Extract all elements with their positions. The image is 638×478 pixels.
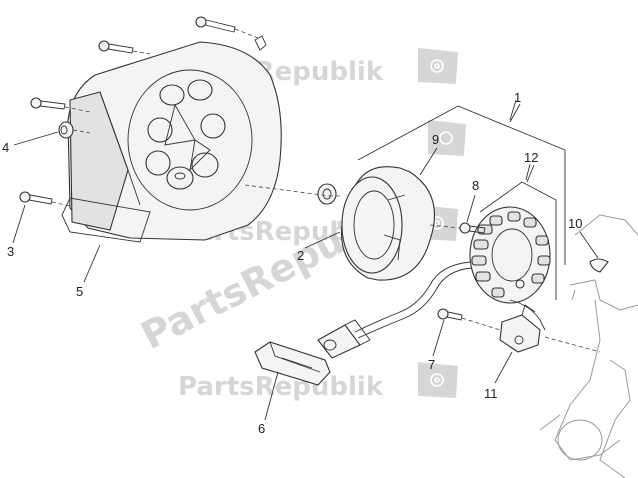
stator xyxy=(469,206,551,304)
callout-2: 2 xyxy=(297,248,304,263)
leader-10 xyxy=(579,231,599,259)
pickup-sensor xyxy=(499,304,541,353)
group-bracket-1 xyxy=(357,99,566,265)
dashed-axis xyxy=(244,184,601,353)
watermark-bottom: PartsRepublik xyxy=(178,362,458,402)
screw-left xyxy=(30,97,91,113)
callout-12: 12 xyxy=(524,150,538,165)
callout-7: 7 xyxy=(428,357,435,372)
callout-5: 5 xyxy=(76,284,83,299)
flywheel xyxy=(340,166,436,281)
leader-9 xyxy=(419,147,438,176)
grommet xyxy=(58,121,91,139)
leader-1 xyxy=(509,103,521,123)
stator-coils xyxy=(471,211,551,298)
watermark-text: PartsRepublik xyxy=(178,372,384,402)
leader-3 xyxy=(12,204,26,244)
callout-6: 6 xyxy=(258,421,265,436)
leader-8 xyxy=(466,194,476,223)
watermark-diagonal-icon xyxy=(428,120,466,156)
leader-6 xyxy=(264,371,279,421)
engine-case-ghost xyxy=(539,214,638,478)
woodruff-key xyxy=(589,258,609,273)
gear-flag-icon xyxy=(418,362,458,398)
leader-2 xyxy=(304,231,341,249)
screw-bottom-left xyxy=(19,191,71,207)
fan-cover xyxy=(61,35,282,243)
leader-4 xyxy=(13,131,59,146)
callout-3: 3 xyxy=(7,244,14,259)
wiring-harness xyxy=(354,261,546,339)
leader-7 xyxy=(432,319,445,357)
leader-11 xyxy=(494,351,513,384)
gear-flag-icon xyxy=(418,48,458,84)
screw-top-right xyxy=(195,16,259,39)
leader-12 xyxy=(526,164,535,183)
callout-8: 8 xyxy=(472,178,479,193)
callout-4: 4 xyxy=(2,140,9,155)
pickup-screw xyxy=(437,308,463,321)
fan-cover-vents xyxy=(145,79,226,190)
screw-top-left xyxy=(98,40,151,55)
callout-11: 11 xyxy=(484,386,498,401)
callout-1: 1 xyxy=(514,90,521,105)
leader-5 xyxy=(83,244,101,283)
group-bracket-12 xyxy=(479,163,557,300)
callout-10: 10 xyxy=(568,216,582,231)
washer xyxy=(317,183,337,205)
connector xyxy=(317,319,371,359)
callout-9: 9 xyxy=(432,132,439,147)
rubber-pad xyxy=(254,341,331,386)
